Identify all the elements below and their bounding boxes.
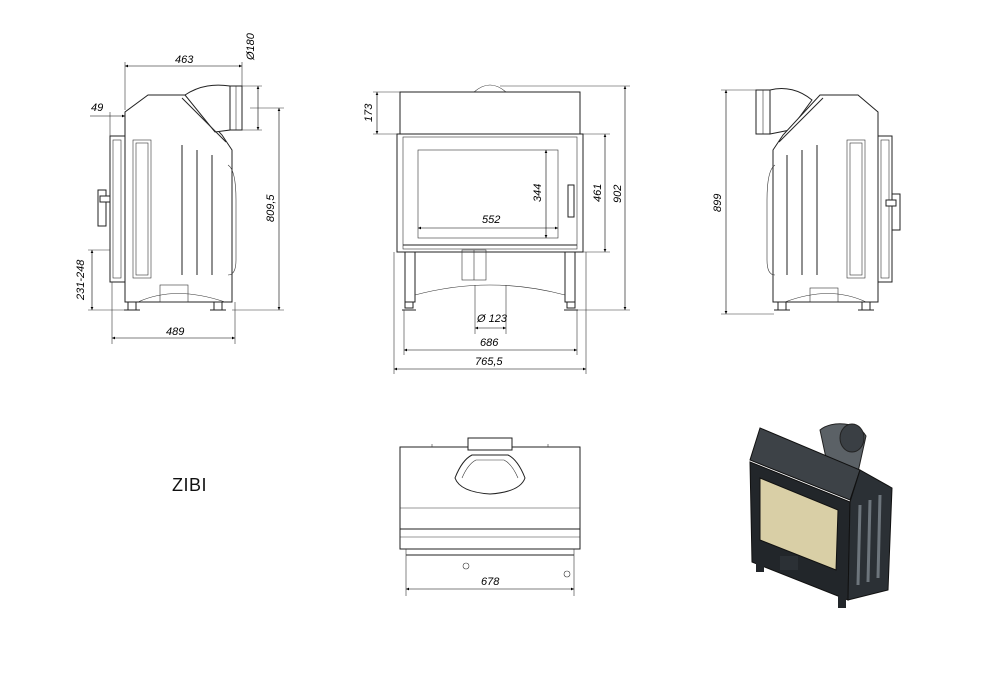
dim-899-label: 899 xyxy=(712,194,724,212)
dim-902-label: 902 xyxy=(612,185,624,203)
dim-173-label: 173 xyxy=(363,103,375,122)
dim-461-label: 461 xyxy=(592,184,604,202)
side-view-right xyxy=(755,87,901,311)
dim-depth-label: 489 xyxy=(166,326,184,338)
dim-height-label: 809,5 xyxy=(265,194,277,222)
dim-air-inlet-label: Ø 123 xyxy=(476,313,508,325)
dim-feet-label: 231-248 xyxy=(75,259,87,301)
dim-344-label: 344 xyxy=(532,184,544,202)
dim-686-label: 686 xyxy=(480,337,499,349)
side-view-left xyxy=(97,84,243,311)
top-view xyxy=(399,437,581,578)
dim-49-label: 49 xyxy=(91,102,103,114)
side-view-right-dimensions: 899 xyxy=(712,89,774,315)
dim-flue-diameter-label: Ø180 xyxy=(245,32,257,61)
side-view-left-dimensions: 463 Ø180 49 809,5 231-248 489 xyxy=(75,32,284,344)
front-view xyxy=(396,84,584,311)
model-name-title: ZIBI xyxy=(172,475,208,495)
dim-463-label: 463 xyxy=(175,54,194,66)
dim-678-label: 678 xyxy=(481,576,500,588)
top-view-dimensions: 678 xyxy=(405,560,575,596)
front-view-dimensions: 173 344 552 461 902 Ø 123 686 765,5 xyxy=(363,85,630,374)
dim-765-label: 765,5 xyxy=(475,356,503,368)
fireplace-3d-render xyxy=(749,423,893,608)
dim-552-label: 552 xyxy=(482,214,500,226)
